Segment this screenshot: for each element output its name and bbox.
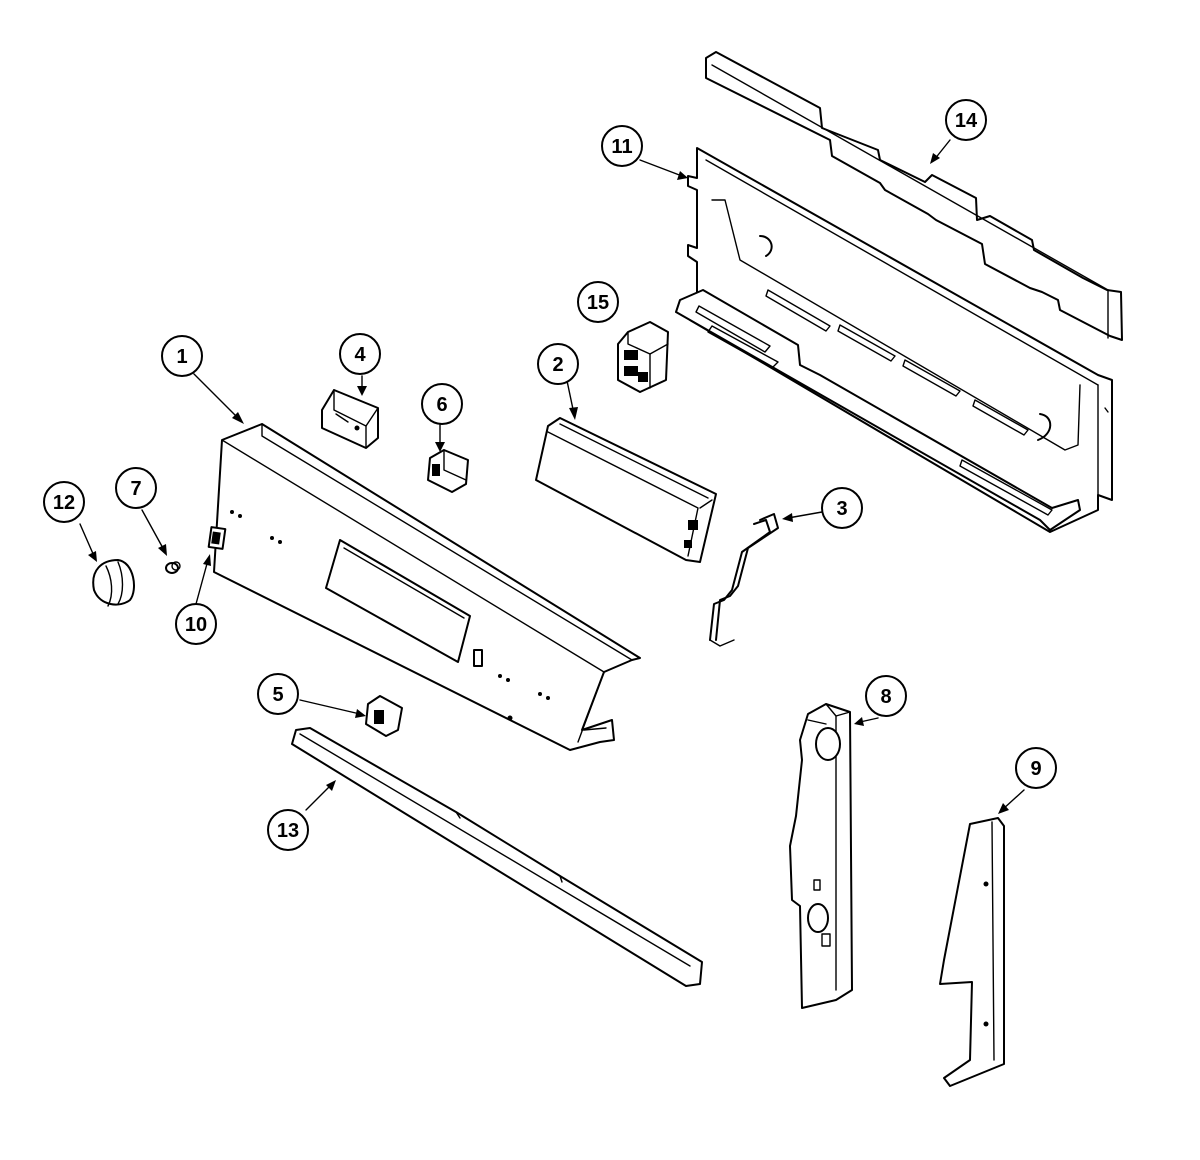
callout-2: 2	[537, 343, 579, 385]
callout-15: 15	[577, 281, 619, 323]
callout-13-label: 13	[277, 820, 299, 842]
callout-6-label: 6	[436, 394, 447, 416]
relay-terminal-3	[638, 372, 648, 382]
module-connector	[688, 520, 698, 530]
part-1-control-panel	[207, 423, 641, 751]
part-12-knob	[92, 559, 135, 607]
part-15-relay	[617, 321, 669, 393]
callout-11: 11	[601, 125, 643, 167]
part-2-control-module	[535, 417, 717, 563]
callout-2-label: 2	[552, 354, 563, 376]
callout-4-label: 4	[354, 344, 366, 366]
callout-15-label: 15	[587, 292, 609, 314]
callout-1: 1	[161, 335, 203, 377]
relay-terminal-1	[624, 350, 638, 360]
callout-12-label: 12	[53, 492, 75, 514]
part-11-back-panel	[675, 147, 1113, 533]
part-9-side-trim	[939, 817, 1005, 1087]
module-connector-2	[684, 540, 692, 548]
part-8-side-bracket	[789, 703, 853, 1009]
part-4-switch	[321, 389, 379, 449]
part-3-bracket	[709, 513, 779, 647]
callout-3: 3	[821, 487, 863, 529]
callout-10-label: 10	[185, 614, 207, 636]
callout-14-label: 14	[955, 110, 978, 132]
callout-9: 9	[1015, 747, 1057, 789]
callout-5: 5	[257, 673, 299, 715]
part-13-trim-strip	[291, 727, 703, 987]
callout-11-label: 11	[611, 136, 632, 158]
relay-terminal-2	[624, 366, 638, 376]
callout-1-label: 1	[176, 346, 187, 368]
part-14-rear-strip	[705, 51, 1123, 341]
leader-lines	[79, 139, 1025, 814]
callout-5-label: 5	[272, 684, 283, 706]
callout-7-label: 7	[130, 478, 141, 500]
callout-3-label: 3	[836, 498, 847, 520]
callout-6: 6	[421, 383, 463, 425]
part-5-switch	[365, 695, 403, 737]
callout-4: 4	[339, 333, 381, 375]
callout-10: 10	[175, 603, 217, 645]
callout-13: 13	[267, 809, 309, 851]
part-7-bushing	[165, 561, 181, 574]
callout-8: 8	[865, 675, 907, 717]
callout-14: 14	[945, 99, 987, 141]
callout-9-label: 9	[1030, 758, 1041, 780]
part-6-switch	[427, 449, 469, 493]
callout-7: 7	[115, 467, 157, 509]
callout-8-label: 8	[880, 686, 891, 708]
callout-12: 12	[43, 481, 85, 523]
